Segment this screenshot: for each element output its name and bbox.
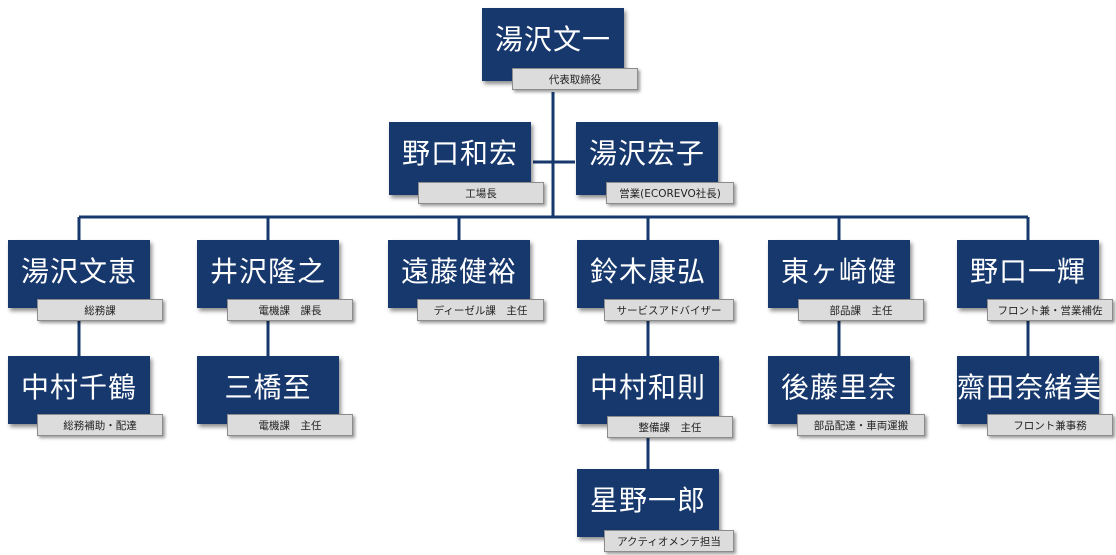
person-name: 中村千鶴 bbox=[20, 371, 137, 404]
name-box: 三橋至 bbox=[197, 356, 339, 424]
person-name: 遠藤健裕 bbox=[400, 255, 517, 288]
role-label: 部品配達・車両運搬 bbox=[797, 414, 925, 436]
role-label: アクティオメンテ担当 bbox=[604, 530, 734, 552]
person-name: 東ヶ崎健 bbox=[780, 255, 897, 288]
name-box: 遠藤健裕 bbox=[388, 240, 530, 308]
name-box: 齋田奈緒美 bbox=[957, 356, 1103, 424]
name-box: 中村和則 bbox=[577, 356, 719, 424]
role-label: 営業(ECOREVO社長) bbox=[606, 182, 734, 204]
role-label: フロント兼事務 bbox=[987, 414, 1113, 436]
role-label: 代表取締役 bbox=[512, 68, 638, 90]
person-name: 後藤里奈 bbox=[780, 371, 897, 404]
role-label: 工場長 bbox=[418, 182, 544, 204]
person-name: 湯沢文恵 bbox=[20, 255, 137, 288]
name-box: 鈴木康弘 bbox=[577, 240, 719, 308]
role-label: フロント兼・営業補佐 bbox=[987, 299, 1113, 321]
role-label: 総務課 bbox=[37, 299, 163, 321]
person-name: 齋田奈緒美 bbox=[957, 371, 1103, 404]
person-name: 湯沢宏子 bbox=[588, 137, 705, 170]
person-name: 三橋至 bbox=[224, 371, 312, 404]
person-name: 湯沢文一 bbox=[494, 23, 611, 56]
person-name: 星野一郎 bbox=[589, 484, 706, 517]
name-box: 星野一郎 bbox=[577, 469, 719, 537]
role-label: 電機課 主任 bbox=[227, 414, 353, 436]
person-name: 野口和宏 bbox=[401, 137, 518, 170]
role-label: 総務補助・配達 bbox=[37, 414, 163, 436]
person-name: 中村和則 bbox=[589, 371, 706, 404]
name-box: 後藤里奈 bbox=[768, 356, 910, 424]
role-label: 整備課 主任 bbox=[607, 416, 733, 438]
role-label: ディーゼル課 主任 bbox=[417, 299, 544, 321]
person-name: 野口一輝 bbox=[969, 255, 1086, 288]
role-label: 部品課 主任 bbox=[798, 299, 924, 321]
name-box: 湯沢文恵 bbox=[8, 240, 150, 308]
name-box: 野口一輝 bbox=[957, 240, 1099, 308]
role-label: 電機課 課長 bbox=[227, 299, 353, 321]
person-name: 井沢隆之 bbox=[209, 255, 326, 288]
name-box: 東ヶ崎健 bbox=[768, 240, 910, 308]
person-name: 鈴木康弘 bbox=[589, 255, 706, 288]
name-box: 井沢隆之 bbox=[197, 240, 339, 308]
role-label: サービスアドバイザー bbox=[604, 299, 734, 321]
name-box: 中村千鶴 bbox=[8, 356, 150, 424]
